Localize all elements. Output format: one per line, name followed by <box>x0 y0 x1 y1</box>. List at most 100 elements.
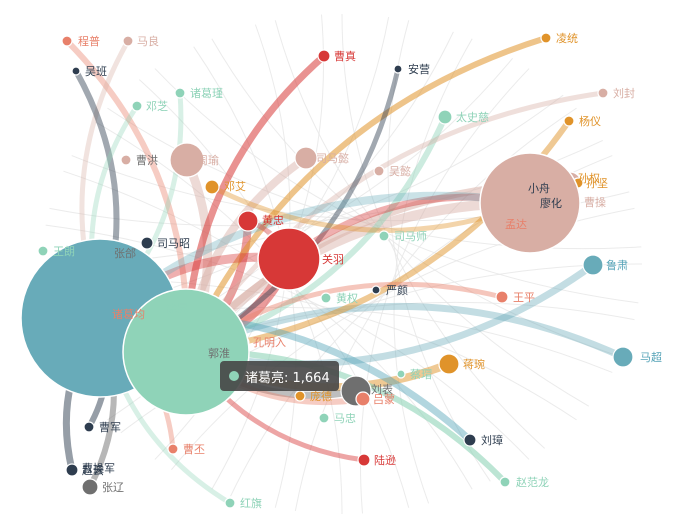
background-link <box>387 20 491 482</box>
node-袁绍[interactable] <box>120 154 132 166</box>
node-司马师[interactable] <box>378 230 390 242</box>
node-鲁肃[interactable] <box>582 254 604 276</box>
label-严颜: 严颜 <box>386 284 408 297</box>
node-马忠[interactable] <box>318 412 330 424</box>
label-庞德: 庞德 <box>310 389 332 403</box>
label-曹洪: 曹洪 <box>136 153 158 167</box>
label-孙坚: 孙坚 <box>586 177 608 190</box>
label-刘璋: 刘璋 <box>481 433 503 447</box>
background-link <box>45 224 530 460</box>
label-邓艾: 邓艾 <box>224 180 246 193</box>
label-鲁肃: 鲁肃 <box>606 258 628 272</box>
node-赵范龙[interactable] <box>499 476 511 488</box>
node-严颜[interactable] <box>371 285 381 295</box>
node-凌统[interactable] <box>540 32 552 44</box>
node-黄忠[interactable] <box>237 210 259 232</box>
label-吴班: 吴班 <box>85 65 107 78</box>
label-吕蒙: 吕蒙 <box>373 393 395 406</box>
node-黄权[interactable] <box>320 292 332 304</box>
node-赵云[interactable] <box>65 463 79 477</box>
node-周瑜[interactable] <box>169 142 205 178</box>
label-司马懿: 司马懿 <box>316 151 349 165</box>
label-小舟: 小舟 <box>528 181 550 195</box>
node-蒋琬2[interactable] <box>438 353 460 375</box>
label-诸葛均: 诸葛均 <box>112 308 145 321</box>
label-张郃: 张郃 <box>114 247 136 260</box>
label-赵云: 赵云 <box>82 463 104 477</box>
label-孟达: 孟达 <box>505 218 527 231</box>
node-王平[interactable] <box>495 290 509 304</box>
label-曹操军: 曹操军 <box>82 461 115 475</box>
label-曹军: 曹军 <box>99 421 121 434</box>
node-马超[interactable] <box>612 346 634 368</box>
node-马良[interactable] <box>122 35 134 47</box>
label-红旗: 红旗 <box>240 496 262 510</box>
node-诸葛瑾[interactable] <box>174 87 186 99</box>
background-link <box>154 68 639 304</box>
graph-labels: 程普马良曹真安营凌统吴班刘封邓芝诸葛瑾太史慈杨仪曹洪周瑜司马懿孙坚邓艾孙权小舟廖… <box>53 31 662 510</box>
node-吴班[interactable] <box>71 66 81 76</box>
background-link <box>211 38 621 358</box>
node-刘璋2[interactable] <box>463 433 477 447</box>
background-link <box>63 170 473 490</box>
label-廖化: 廖化 <box>540 196 562 210</box>
label-蒋琬: 蒋琬 <box>463 357 485 371</box>
label-程普: 程普 <box>78 34 100 48</box>
node-蔡瑁[interactable] <box>396 369 406 379</box>
node-司马懿[interactable] <box>294 146 318 170</box>
node-邓艾[interactable] <box>204 179 220 195</box>
edge-诸葛亮-刘封[interactable] <box>183 90 606 355</box>
node-曹操[interactable] <box>479 152 581 254</box>
node-曹丕[interactable] <box>167 443 179 455</box>
graph-nodes <box>20 32 634 509</box>
node-红旗[interactable] <box>224 497 236 509</box>
label-王朗: 王朗 <box>53 245 75 258</box>
label-关羽: 关羽 <box>322 252 344 266</box>
background-link <box>360 68 530 514</box>
node-邓芝[interactable] <box>131 100 143 112</box>
label-孔明入: 孔明入 <box>253 336 286 349</box>
node-庞德[interactable] <box>294 390 306 402</box>
node-程普[interactable] <box>61 35 73 47</box>
label-马超: 马超 <box>640 350 662 364</box>
node-司马昭[interactable] <box>140 236 154 250</box>
node-吴懿[interactable] <box>373 165 385 177</box>
node-关羽[interactable] <box>257 227 321 291</box>
label-张辽: 张辽 <box>102 481 124 494</box>
edge-诸葛亮-马超[interactable] <box>182 302 627 361</box>
node-杨仪[interactable] <box>563 115 575 127</box>
label-郭淮: 郭淮 <box>208 347 230 360</box>
background-link <box>393 38 473 504</box>
label-王平: 王平 <box>513 291 535 304</box>
label-曹操: 曹操 <box>584 195 606 209</box>
label-刘表: 刘表 <box>371 382 393 396</box>
label-赵范龙: 赵范龙 <box>516 475 549 489</box>
label-黄权: 黄权 <box>336 291 358 305</box>
tooltip-color-dot <box>229 371 239 381</box>
label-刘封: 刘封 <box>613 86 635 100</box>
label-孙权: 孙权 <box>578 172 600 185</box>
node-刘封[interactable] <box>597 87 609 99</box>
label-马良: 马良 <box>137 34 159 48</box>
label-马忠: 马忠 <box>334 412 356 425</box>
label-曹丕: 曹丕 <box>183 443 205 456</box>
label-司马昭: 司马昭 <box>157 237 190 250</box>
background-link <box>341 13 545 449</box>
node-张辽[interactable] <box>81 478 99 496</box>
label-杨仪: 杨仪 <box>579 114 601 128</box>
label-吴懿: 吴懿 <box>389 164 411 178</box>
node-tooltip: 诸葛亮: 1,664 <box>220 361 339 391</box>
node-曹真[interactable] <box>317 49 331 63</box>
label-安营: 安营 <box>408 62 430 76</box>
node-王朗[interactable] <box>37 245 49 257</box>
label-陆逊: 陆逊 <box>374 453 396 467</box>
node-诸葛亮[interactable] <box>122 288 250 416</box>
edge-诸葛亮-凌统[interactable] <box>183 35 549 355</box>
node-曹军[interactable] <box>83 421 95 433</box>
node-安营[interactable] <box>393 64 403 74</box>
label-黄忠: 黄忠 <box>262 213 284 227</box>
node-太史慈[interactable] <box>437 109 453 125</box>
node-陆逊[interactable] <box>357 453 371 467</box>
node-吕蒙[interactable] <box>355 391 371 407</box>
